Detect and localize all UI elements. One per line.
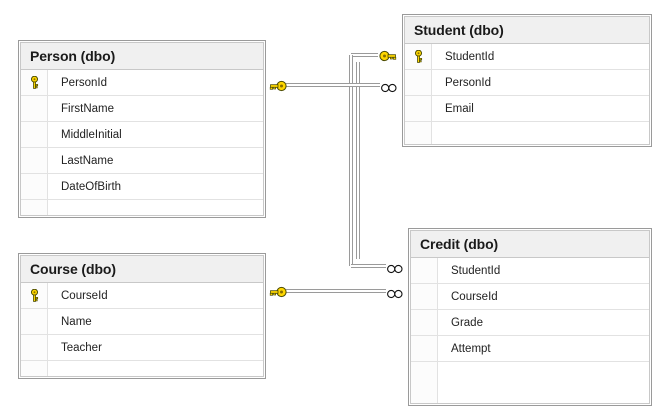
- column-name: CourseId: [451, 290, 498, 303]
- relationship-line-person-student: [286, 83, 380, 87]
- key-cell-empty: [405, 122, 432, 144]
- key-cell-empty: [21, 361, 48, 376]
- column-name: DateOfBirth: [61, 180, 122, 193]
- primary-key-icon: [405, 44, 432, 69]
- column-row-student-email[interactable]: Email: [405, 96, 649, 122]
- column-name: LastName: [61, 154, 114, 167]
- relationship-line-student-credit-top: [351, 53, 378, 57]
- key-cell-empty: [411, 258, 438, 283]
- column-row-credit-courseid[interactable]: CourseId: [411, 284, 649, 310]
- entity-header-student[interactable]: Student (dbo): [405, 17, 649, 44]
- empty-row-credit[interactable]: [411, 362, 649, 403]
- key-cell-empty: [411, 284, 438, 309]
- key-cell-empty: [411, 310, 438, 335]
- column-row-person-lastname[interactable]: LastName: [21, 148, 263, 174]
- column-name: StudentId: [445, 50, 495, 63]
- column-name: Teacher: [61, 341, 102, 354]
- entity-header-person[interactable]: Person (dbo): [21, 43, 263, 70]
- relationship-many-marker-credit-studentid: [385, 261, 405, 274]
- entity-title-person: Person (dbo): [30, 48, 116, 64]
- key-cell-empty: [21, 200, 48, 215]
- primary-key-icon: [21, 70, 48, 95]
- key-cell-empty: [21, 335, 48, 360]
- column-row-credit-studentid[interactable]: StudentId: [411, 258, 649, 284]
- empty-row-student[interactable]: [405, 122, 649, 144]
- column-name: MiddleInitial: [61, 128, 122, 141]
- column-row-credit-grade[interactable]: Grade: [411, 310, 649, 336]
- entity-header-credit[interactable]: Credit (dbo): [411, 231, 649, 258]
- column-row-course-name[interactable]: Name: [21, 309, 263, 335]
- relationship-many-marker-student-personid: [379, 80, 399, 93]
- relationship-key-marker-person: [266, 79, 288, 92]
- relationship-line-course-credit: [286, 289, 386, 293]
- column-name: PersonId: [445, 76, 492, 89]
- empty-row-course[interactable]: [21, 361, 263, 376]
- column-name: Grade: [451, 316, 483, 329]
- column-row-course-teacher[interactable]: Teacher: [21, 335, 263, 361]
- column-name: PersonId: [61, 76, 108, 89]
- column-row-student-studentid[interactable]: StudentId: [405, 44, 649, 70]
- key-cell-empty: [21, 96, 48, 121]
- column-name: Attempt: [451, 342, 491, 355]
- column-row-person-personid[interactable]: PersonId: [21, 70, 263, 96]
- relationship-line-student-credit-bottom: [351, 264, 386, 268]
- column-row-person-dateofbirth[interactable]: DateOfBirth: [21, 174, 263, 200]
- relationship-many-marker-credit-courseid: [385, 286, 405, 299]
- entity-title-credit: Credit (dbo): [420, 236, 499, 252]
- key-cell-empty: [21, 122, 48, 147]
- relationship-key-marker-course: [266, 285, 288, 298]
- empty-row-person[interactable]: [21, 200, 263, 215]
- column-row-student-personid[interactable]: PersonId: [405, 70, 649, 96]
- key-cell-empty: [411, 336, 438, 361]
- column-row-person-firstname[interactable]: FirstName: [21, 96, 263, 122]
- entity-header-course[interactable]: Course (dbo): [21, 256, 263, 283]
- key-cell-empty: [405, 70, 432, 95]
- primary-key-icon: [21, 283, 48, 308]
- key-cell-empty: [21, 148, 48, 173]
- column-name: CourseId: [61, 289, 108, 302]
- column-name: Name: [61, 315, 92, 328]
- column-row-course-courseid[interactable]: CourseId: [21, 283, 263, 309]
- column-row-person-middleinitial[interactable]: MiddleInitial: [21, 122, 263, 148]
- key-cell-empty: [21, 309, 48, 334]
- relationship-rail-secondary: [356, 62, 360, 259]
- column-name: Email: [445, 102, 474, 115]
- entity-title-student: Student (dbo): [414, 22, 504, 38]
- column-row-credit-attempt[interactable]: Attempt: [411, 336, 649, 362]
- key-cell-empty: [405, 96, 432, 121]
- relationship-key-marker-student: [378, 49, 400, 62]
- key-cell-empty: [411, 362, 438, 403]
- column-name: FirstName: [61, 102, 115, 115]
- key-cell-empty: [21, 174, 48, 199]
- relationship-line-student-credit-vertical: [349, 55, 353, 266]
- column-name: StudentId: [451, 264, 501, 277]
- entity-title-course: Course (dbo): [30, 261, 116, 277]
